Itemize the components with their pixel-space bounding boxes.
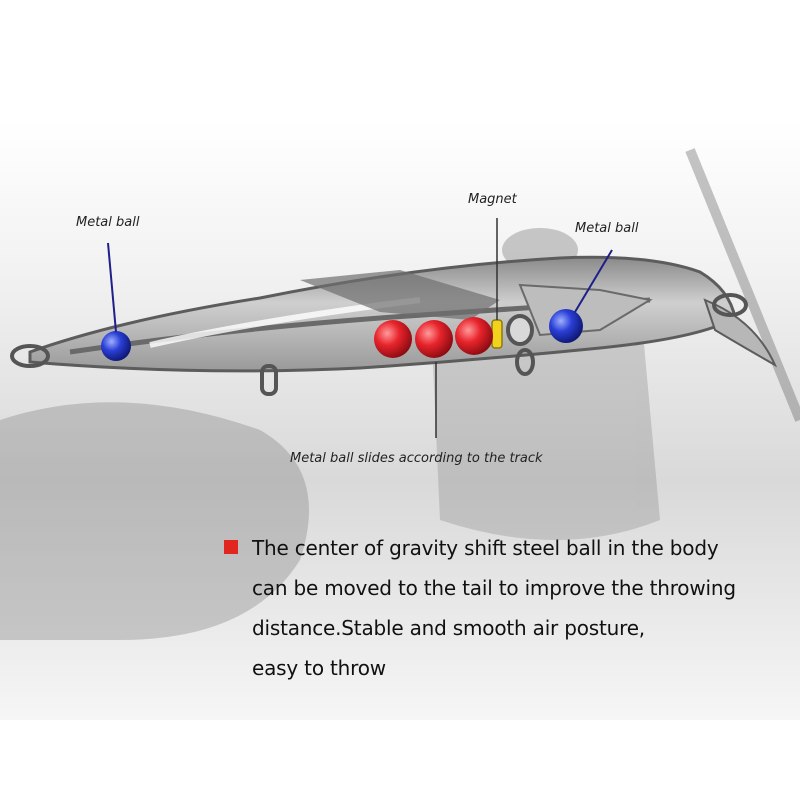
slide-ball	[455, 317, 493, 355]
red-square-bullet-icon	[224, 540, 238, 554]
slide-ball	[415, 320, 453, 358]
description-line: can be moved to the tail to improve the …	[222, 568, 792, 608]
metal-ball-right	[549, 309, 583, 343]
metal-ball-left	[101, 331, 131, 361]
description-line: The center of gravity shift steel ball i…	[222, 528, 792, 568]
magnet-label: Magnet	[468, 192, 517, 207]
description-block: The center of gravity shift steel ball i…	[222, 528, 792, 688]
track-label: Metal ball slides according to the track	[290, 451, 543, 466]
metal-ball-right-label: Metal ball	[575, 221, 638, 236]
description-line: easy to throw	[222, 648, 792, 688]
description-line: distance.Stable and smooth air posture,	[222, 608, 792, 648]
magnet	[492, 320, 502, 348]
slide-ball	[374, 320, 412, 358]
metal-ball-left-label: Metal ball	[76, 215, 139, 230]
